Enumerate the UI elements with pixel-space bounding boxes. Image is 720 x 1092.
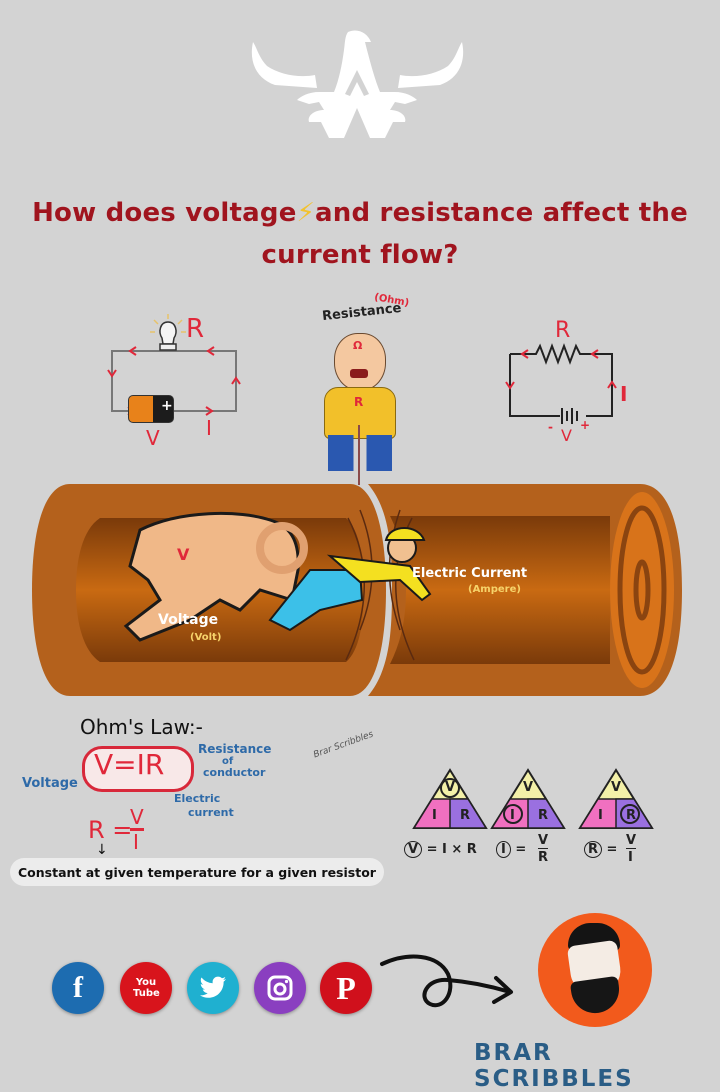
triangle-left: I — [598, 808, 603, 823]
title-line-2: current flow? — [261, 240, 459, 270]
brand-name: BRAR SCRIBBLES — [474, 1040, 634, 1092]
ram-letter: V — [177, 545, 190, 564]
light-bulb-icon — [150, 314, 186, 351]
triangle-top: V — [611, 780, 622, 795]
caption-i-den: R — [538, 850, 549, 865]
schematic-current-label: I — [620, 382, 628, 406]
bulb-circuit-diagram: R + V I — [100, 310, 260, 450]
triangle-icon — [412, 768, 488, 829]
conductor-note: conductor — [203, 766, 266, 779]
character-head — [334, 333, 386, 391]
constant-note: Constant at given temperature for a give… — [10, 858, 384, 886]
character-shirt — [324, 387, 396, 439]
voltage-note: Voltage — [22, 776, 78, 791]
ohm-triangle-v: V I R — [412, 768, 488, 830]
current-label: I — [206, 416, 212, 440]
schematic-circuit-diagram: R I - + V — [500, 318, 640, 448]
voltage-caption: Voltage — [158, 612, 219, 628]
volt-unit-caption: (Volt) — [190, 632, 222, 643]
current-note-2: current — [188, 806, 234, 819]
resistance-note-of: of — [222, 756, 234, 767]
resistance-formula: R = — [88, 816, 133, 844]
voltage-label: V — [146, 426, 160, 450]
signature: Brar Scribbles — [312, 729, 375, 761]
triangle-left: I — [510, 808, 515, 823]
triangle-left: I — [432, 808, 437, 823]
caption-v: V = I × R — [404, 841, 477, 858]
caption-r-num: V — [626, 833, 637, 849]
caption-r-den: I — [628, 850, 633, 865]
resistance-note: Resistance — [198, 742, 272, 756]
youtube-button[interactable]: You Tube — [120, 962, 172, 1014]
circled-i: I — [496, 841, 511, 858]
caption-i: I = — [496, 841, 526, 858]
triangle-right: R — [538, 808, 549, 823]
circled-r: R — [584, 841, 603, 858]
schematic-resistance-label: R — [555, 318, 571, 343]
schematic-plus: + — [580, 418, 591, 432]
title-text: How does voltage — [32, 198, 297, 228]
schematic-minus: - — [548, 420, 553, 434]
avatar[interactable] — [538, 913, 652, 1027]
current-caption: Electric Current — [412, 566, 528, 581]
pinterest-icon: P — [336, 969, 356, 1006]
facebook-icon: f — [73, 971, 83, 1004]
resistance-character: Resistance (Ohm) Ω R — [300, 292, 430, 485]
formula-cloud — [82, 746, 194, 792]
caption-r: R = — [584, 841, 617, 858]
circled-v: V — [404, 841, 423, 858]
triangle-right: R — [460, 808, 471, 823]
resistor-schematic-icon — [505, 343, 617, 424]
triangle-top: V — [523, 780, 534, 795]
triangle-icon — [578, 768, 654, 829]
caption-v-rhs: = I × R — [426, 842, 477, 857]
twitter-icon — [200, 976, 226, 998]
twitter-button[interactable] — [187, 962, 239, 1014]
pipe-illustration-icon — [32, 484, 682, 696]
battery-icon — [128, 395, 174, 423]
eagle-logo-icon — [251, 30, 464, 138]
instagram-icon — [267, 975, 293, 1001]
rope — [358, 425, 360, 485]
character-legs — [328, 435, 392, 471]
caption-i-num: V — [538, 833, 549, 849]
resistance-formula-numerator: V — [130, 805, 144, 831]
title-text: and resistance affect the — [315, 198, 688, 228]
resistance-label: R — [186, 314, 205, 344]
loop-arrow-icon — [380, 954, 513, 1008]
battery-plus: + — [161, 398, 173, 414]
down-arrow-icon: ↓ — [96, 842, 108, 858]
lightning-icon: ⚡ — [296, 198, 316, 228]
ohm-symbol: Ω — [353, 339, 363, 352]
facebook-button[interactable]: f — [52, 962, 104, 1014]
avatar-beard — [569, 975, 623, 1017]
youtube-icon: You Tube — [133, 977, 160, 999]
page-title: How does voltage⚡and resistance affect t… — [0, 192, 720, 276]
pinterest-button[interactable]: P — [320, 962, 372, 1014]
ampere-unit-caption: (Ampere) — [468, 584, 521, 595]
ohm-triangle-r: V I R — [578, 768, 654, 830]
schematic-voltage-label: V — [561, 426, 572, 445]
resistance-formula-denominator: I — [133, 830, 139, 854]
triangle-icon — [490, 768, 566, 829]
ohms-law-formula: V=IR — [94, 748, 165, 781]
triangle-right: R — [626, 808, 637, 823]
ohms-law-heading: Ohm's Law:- — [80, 715, 203, 739]
angry-mouth — [350, 369, 368, 378]
ohm-triangle-i: V I R — [490, 768, 566, 830]
triangle-top: V — [445, 780, 456, 795]
instagram-button[interactable] — [254, 962, 306, 1014]
current-note: Electric — [174, 792, 221, 805]
shirt-letter: R — [354, 395, 364, 409]
